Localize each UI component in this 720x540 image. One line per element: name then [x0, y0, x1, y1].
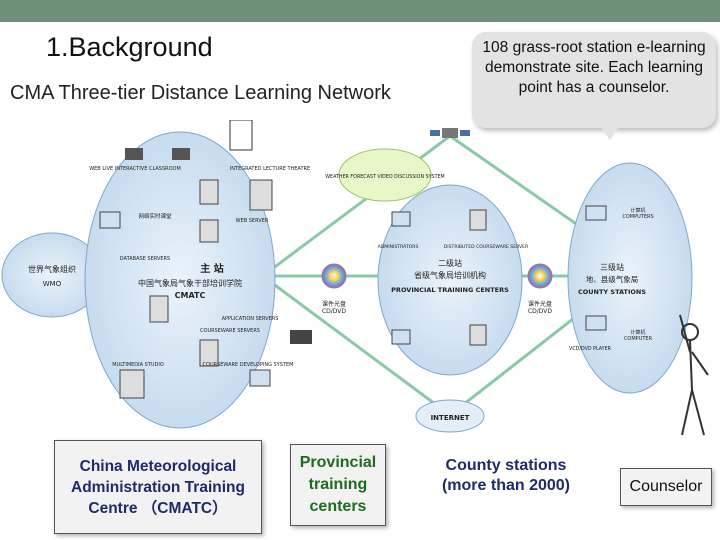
county-label-cn2: 地、县级气象局	[586, 274, 639, 284]
server-icon	[199, 219, 219, 243]
server-icon	[199, 179, 219, 205]
studio-icon	[119, 369, 145, 399]
server-icon	[469, 324, 487, 346]
server-icon	[249, 179, 273, 211]
courseware-dev-label: COURSEWARE DEVELOPING SYSTEM	[203, 362, 294, 368]
cmatc-devices	[99, 120, 312, 399]
cmatc-label-cn: 主 站	[200, 262, 223, 275]
callout-bubble: 108 grass-root station e-learning demons…	[472, 32, 716, 128]
server-icon	[469, 209, 487, 231]
web-server-label: WEB SERVER	[236, 218, 269, 224]
county-label-en: COUNTY STATIONS	[578, 288, 646, 296]
slide-subtitle: CMA Three-tier Distance Learning Network	[10, 82, 391, 104]
computer-icon	[391, 211, 411, 227]
cd-dvd-icon	[527, 263, 553, 289]
provincial-label-cn2: 省级气象局培训机构	[414, 270, 486, 280]
top-banner	[0, 0, 720, 22]
application-servers-label: APPLICATION SERVERS	[222, 316, 279, 322]
multimedia-studio-label: MULTIMEDIA STUDIO	[112, 362, 164, 368]
lecture-theatre-label: INTEGRATED LECTURE THEATRE	[230, 166, 310, 172]
camera-icon	[172, 148, 190, 160]
cmatc-node	[84, 131, 276, 429]
server-icon	[149, 295, 169, 323]
server-icon	[199, 339, 219, 367]
live-classroom-label: 网络实时课堂	[138, 212, 172, 220]
courseware-servers-label: COURSEWARE SERVERS	[200, 328, 260, 334]
link-center-internet	[267, 278, 451, 417]
provincial-label-en: PROVINCIAL TRAINING CENTERS	[391, 286, 509, 294]
database-servers-label: DATABASE SERVERS	[120, 256, 170, 262]
computer-icon	[249, 369, 271, 387]
camera-icon	[125, 148, 143, 160]
internet-node	[415, 399, 485, 433]
weather-forecast-node	[338, 148, 432, 202]
county-box: County stations (more than 2000)	[430, 452, 582, 500]
network-diagram: 世界气象组织 WMO 主 站 中国气象局气象干部培训学院 CMATC 网络实时课…	[1, 120, 709, 436]
computer-icon	[99, 211, 121, 229]
counselor-figure-icon	[679, 314, 709, 436]
vcd-player-label: VCD/DVD PLAYER	[569, 346, 612, 352]
camera-icon	[290, 330, 312, 344]
slide-title: 1.Background	[46, 32, 213, 62]
administrators-label: ADMINISTRATORS	[378, 244, 419, 250]
provincial-box: Provincial training centers	[290, 444, 386, 526]
interactive-classroom-label: WEB LIVE INTERACTIVE CLASSROOM	[89, 166, 181, 172]
internet-label: INTERNET	[431, 414, 470, 422]
callout-text: 108 grass-root station e-learning demons…	[482, 39, 706, 96]
cmatc-label-en: CMATC	[175, 291, 206, 300]
counselor-box: Counselor	[620, 468, 712, 506]
cmatc-box: China Meteorological Administration Trai…	[54, 440, 262, 534]
wmo-label-en: WMO	[43, 280, 62, 288]
satellite-icon	[430, 128, 470, 138]
computer-icon	[391, 329, 411, 345]
cmatc-label-cn2: 中国气象局气象干部培训学院	[138, 278, 242, 288]
distributed-server-label: DISTRIBUTED COURSEWARE SERVER	[444, 244, 529, 250]
county-label-cn1: 三级站	[600, 262, 624, 272]
cd-dvd-icon	[321, 263, 347, 289]
provincial-label-cn1: 二级站	[438, 258, 462, 268]
computer-icon	[585, 315, 607, 331]
whiteboard-icon	[229, 120, 253, 151]
weather-forecast-label: WEATHER FORECAST VIDEO DISCUSSION SYSTEM	[325, 174, 444, 180]
wmo-label-cn: 世界气象组织	[28, 264, 76, 274]
computer-icon	[585, 205, 607, 221]
callout-tail	[600, 126, 620, 140]
